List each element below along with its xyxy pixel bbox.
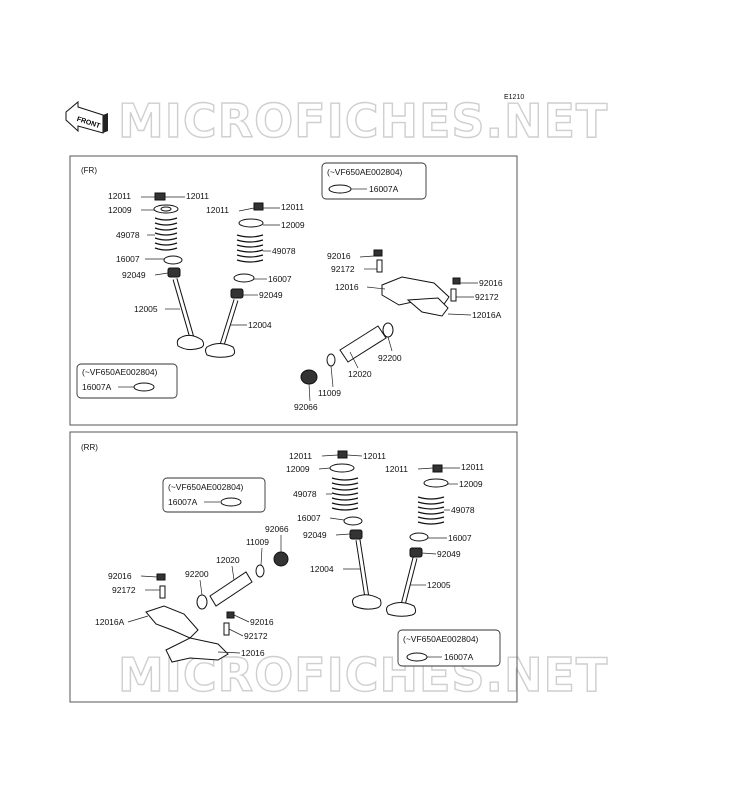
fr-note-top: (~VF650AE002804) 16007A xyxy=(321,162,427,200)
rr-label: 92066 xyxy=(265,524,289,534)
rr-label: 12020 xyxy=(216,555,240,565)
rr-label: 92049 xyxy=(437,549,461,559)
fr-label: 12009 xyxy=(281,220,305,230)
fr-section-tag: (FR) xyxy=(81,166,97,175)
rr-label: 12011 xyxy=(461,462,484,472)
fr-label: 92066 xyxy=(294,402,318,412)
rr-label: 49078 xyxy=(451,505,475,515)
rr-label: 92200 xyxy=(185,569,209,579)
rr-note-right: (~VF650AE002804) 16007A xyxy=(397,629,501,667)
fr-label: 12011 xyxy=(108,191,131,201)
fr-note-bottom-part: 16007A xyxy=(82,382,112,392)
fr-label: 92172 xyxy=(475,292,499,302)
fr-left-valve-assembly xyxy=(153,192,205,351)
rr-label: 12016A xyxy=(95,617,125,627)
rr-labels: 12011 12011 12009 49078 16007 92049 1200… xyxy=(95,451,484,658)
fr-label: 16007 xyxy=(116,254,140,264)
fr-label: 92200 xyxy=(378,353,402,363)
fr-label: 12004 xyxy=(248,320,272,330)
rr-label: 12016 xyxy=(241,648,265,658)
rr-label: 49078 xyxy=(293,489,317,499)
rr-label: 16007 xyxy=(448,533,472,543)
fr-label: 92049 xyxy=(259,290,283,300)
rr-label: 12009 xyxy=(286,464,310,474)
rr-label: 92172 xyxy=(244,631,268,641)
fr-rocker-assembly xyxy=(300,249,461,385)
fr-label: 16007 xyxy=(268,274,292,284)
fr-label: 11009 xyxy=(318,388,341,398)
watermark-top: MICROFICHES.NET xyxy=(118,94,608,148)
rr-note-left: (~VF650AE002804) 16007A xyxy=(162,477,266,513)
rr-label: 92016 xyxy=(108,571,132,581)
rr-label: 92049 xyxy=(303,530,327,540)
fr-label: 12016A xyxy=(472,310,502,320)
fr-right-valve-assembly xyxy=(205,202,264,358)
fr-label: 12011 xyxy=(186,191,209,201)
fr-leader-lines xyxy=(141,196,478,402)
fr-labels: 12011 12011 12009 49078 16007 92049 1200… xyxy=(108,191,503,412)
rr-label: 12011 xyxy=(385,464,408,474)
rr-center-valve-assembly xyxy=(329,450,382,610)
fr-label: 12016 xyxy=(335,282,359,292)
fr-label: 49078 xyxy=(116,230,140,240)
fr-label: 12009 xyxy=(108,205,132,215)
rr-label: 16007 xyxy=(297,513,321,523)
diagram-code: E1210 xyxy=(504,94,524,101)
fr-label: 92172 xyxy=(331,264,355,274)
fr-label: 12011 xyxy=(206,205,229,215)
rr-label: 12011 xyxy=(363,451,386,461)
rr-right-valve-assembly xyxy=(386,464,449,617)
fr-label: 12005 xyxy=(134,304,158,314)
rr-section-tag: (RR) xyxy=(81,443,98,452)
fr-note-bottom: (~VF650AE002804) 16007A xyxy=(76,363,178,399)
rr-note-right-part: 16007A xyxy=(444,652,474,662)
rr-label: 92016 xyxy=(250,617,274,627)
fr-label: 92016 xyxy=(479,278,503,288)
fr-label: 12011 xyxy=(281,202,304,212)
rr-label: 92172 xyxy=(112,585,136,595)
rr-label: 11009 xyxy=(246,537,269,547)
fr-label: 12020 xyxy=(348,369,372,379)
fr-label: 92049 xyxy=(122,270,146,280)
fr-section-frame xyxy=(69,155,518,426)
fr-note-bottom-title: (~VF650AE002804) xyxy=(82,367,158,377)
rr-note-left-title: (~VF650AE002804) xyxy=(168,482,244,492)
fr-label: 49078 xyxy=(272,246,296,256)
fr-note-top-title: (~VF650AE002804) xyxy=(327,167,403,177)
rr-label: 12011 xyxy=(289,451,312,461)
rr-label: 12004 xyxy=(310,564,334,574)
fr-note-top-part: 16007A xyxy=(369,184,399,194)
fr-label: 92016 xyxy=(327,251,351,261)
rr-label: 12005 xyxy=(427,580,451,590)
rr-note-right-title: (~VF650AE002804) xyxy=(403,634,479,644)
rr-note-left-part: 16007A xyxy=(168,497,198,507)
front-arrow-icon: FRONT xyxy=(65,100,108,134)
rr-label: 12009 xyxy=(459,479,483,489)
rr-leader-lines xyxy=(127,454,460,654)
rr-rocker-assembly xyxy=(145,551,289,663)
rr-section-frame xyxy=(69,431,518,703)
